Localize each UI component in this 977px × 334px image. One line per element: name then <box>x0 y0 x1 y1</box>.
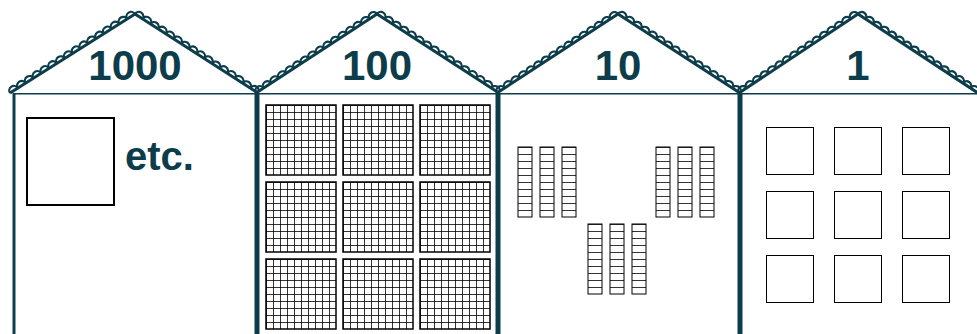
hundred-flat <box>420 182 490 252</box>
place-value-house: 100 <box>257 0 498 334</box>
roof <box>497 14 740 93</box>
unit-cubes <box>767 128 950 303</box>
hundred-flat <box>420 259 490 329</box>
wall <box>496 93 501 334</box>
roof-trim <box>255 12 499 93</box>
roof-trim <box>496 12 740 93</box>
ten-rod <box>700 147 714 217</box>
roof <box>10 14 258 93</box>
hundred-flat <box>266 259 336 329</box>
thousand-cube <box>27 118 114 205</box>
roof <box>739 14 977 93</box>
unit-cube <box>903 128 950 175</box>
ten-rod <box>610 224 624 294</box>
place-value-label: 1000 <box>88 45 181 87</box>
ten-rod <box>588 224 602 294</box>
hundred-flat <box>266 182 336 252</box>
ten-rod <box>632 224 646 294</box>
place-value-house: 1000 etc. <box>14 0 257 334</box>
ten-rod <box>656 147 670 217</box>
wall <box>255 93 260 334</box>
place-value-house: 10 <box>498 0 740 334</box>
ten-rods <box>518 147 714 294</box>
house-walls <box>14 93 977 334</box>
roof-trim <box>738 12 977 93</box>
unit-cube <box>903 256 950 303</box>
unit-cube <box>767 256 814 303</box>
ten-rod <box>518 147 532 217</box>
place-value-label: 10 <box>595 45 642 87</box>
unit-cube <box>835 192 882 239</box>
hundred-flat <box>266 105 336 175</box>
roof-trim <box>9 12 258 93</box>
hundred-flat <box>343 182 413 252</box>
place-value-label: 1 <box>846 45 869 87</box>
ten-rod <box>540 147 554 217</box>
house-roofs <box>9 12 977 93</box>
roof <box>256 14 499 93</box>
place-value-label: 100 <box>342 45 412 87</box>
hundred-flat <box>420 105 490 175</box>
etc-note: etc. <box>125 136 194 176</box>
unit-cube <box>767 192 814 239</box>
wall <box>13 93 16 334</box>
hundred-flats <box>266 105 490 329</box>
ten-rod <box>678 147 692 217</box>
hundred-flat <box>343 105 413 175</box>
hundred-flat <box>343 259 413 329</box>
place-value-house: 1 <box>740 0 977 334</box>
unit-cube <box>835 256 882 303</box>
unit-cube <box>903 192 950 239</box>
ten-rod <box>562 147 576 217</box>
unit-cube <box>835 128 882 175</box>
wall <box>738 93 743 334</box>
unit-cube <box>767 128 814 175</box>
